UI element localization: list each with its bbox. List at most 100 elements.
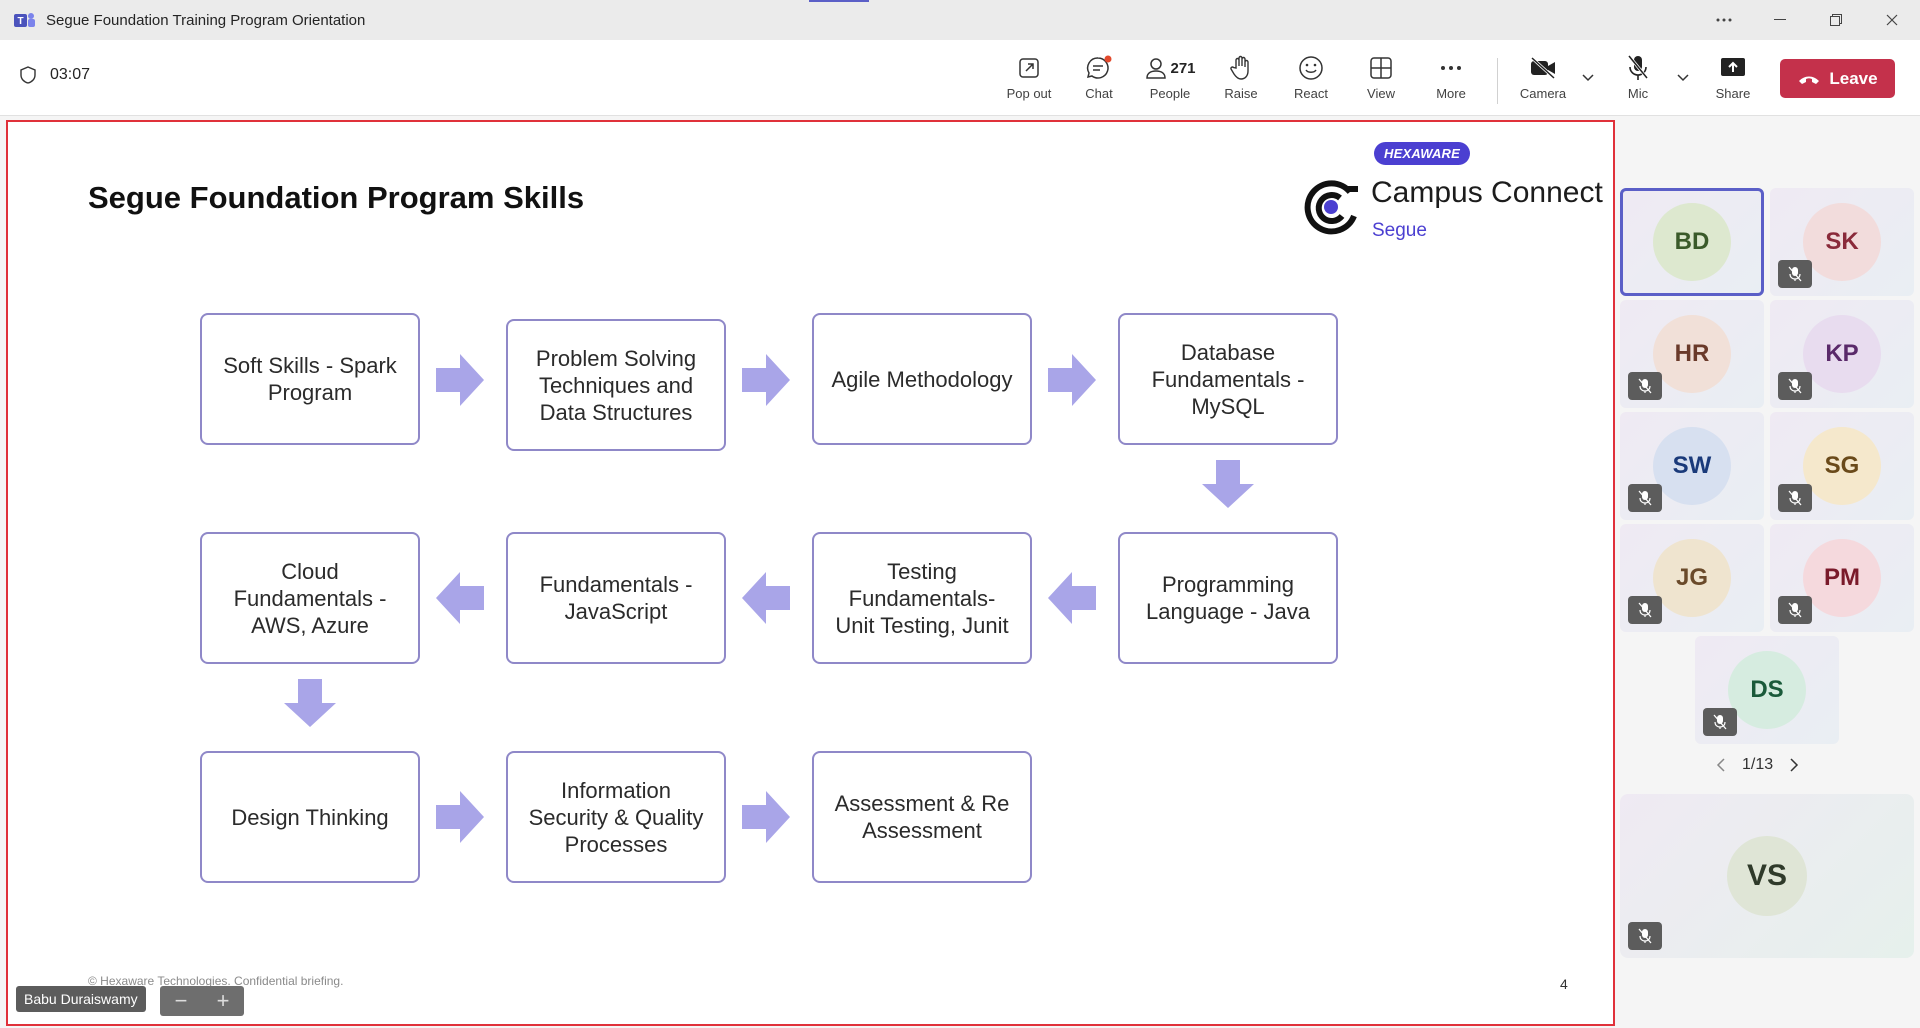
mic-chevron-down-icon[interactable] [1676,70,1690,84]
chat-icon [1086,55,1112,79]
raise-hand-button[interactable]: Raise [1206,52,1276,108]
share-screen-icon [1721,58,1745,76]
step-info-security: Information Security & Quality Processes [506,751,726,883]
participant-tile[interactable]: KP [1770,300,1914,408]
step-agile: Agile Methodology [812,313,1032,445]
step-javascript: Fundamentals - JavaScript [506,532,726,664]
more-label: More [1436,86,1466,101]
campus-connect-logo-icon [1304,180,1358,235]
mic-off-badge [1778,260,1812,288]
mic-off-badge [1628,484,1662,512]
more-button[interactable]: More [1416,52,1486,108]
zoom-in-button[interactable]: + [216,988,230,1013]
chat-button[interactable]: Chat [1064,52,1134,108]
mic-off-icon [1788,266,1802,282]
people-count: 271 [1170,59,1196,77]
restore-icon [1830,14,1842,26]
meeting-timer: 03:07 [20,66,90,84]
step-testing: Testing Fundamentals- Unit Testing, Juni… [812,532,1032,664]
view-button[interactable]: View [1346,52,1416,108]
phone-hangup-icon [1799,76,1820,84]
arrow-right-icon [436,354,484,406]
smiley-icon [1299,56,1323,80]
raise-label: Raise [1224,86,1258,101]
shared-content-stage: Segue Foundation Program Skills HEXAWARE… [6,120,1615,1026]
raise-hand-icon [1230,55,1249,80]
mic-off-icon [1638,602,1652,618]
mic-off-badge [1628,372,1662,400]
step-cloud: Cloud Fundamentals - AWS, Azure [200,532,420,664]
arrow-left-icon [742,572,790,624]
minimize-icon [1774,19,1786,20]
view-label: View [1367,86,1395,101]
mic-off-badge [1628,596,1662,624]
step-assessment: Assessment & Re Assessment [812,751,1032,883]
react-button[interactable]: React [1276,52,1346,108]
arrow-left-icon [1048,572,1096,624]
slide-footer: © Hexaware Technologies. Confidential br… [88,974,344,988]
step-design-thinking: Design Thinking [200,751,420,883]
meeting-toolbar: 03:07 Pop out Chat 271 People Raise Reac… [0,40,1920,116]
mic-off-icon [1788,602,1802,618]
mic-button[interactable]: Mic [1603,52,1673,108]
step-problem-solving: Problem Solving Techniques and Data Stru… [506,319,726,451]
grid-view-icon [1370,57,1392,79]
zoom-control: − + [160,986,244,1016]
avatar: SG [1803,427,1881,505]
participant-tile[interactable]: SK [1770,188,1914,296]
participant-tile[interactable]: SG [1770,412,1914,520]
close-icon [1886,14,1898,26]
share-label: Share [1715,86,1751,101]
camera-chevron-down-icon[interactable] [1581,70,1595,84]
participant-tile[interactable]: JG [1620,524,1764,632]
participant-tile[interactable]: DS [1695,636,1839,744]
presenter-name-tag: Babu Duraiswamy [16,986,146,1012]
window-title: Segue Foundation Training Program Orient… [46,11,366,29]
mic-off-badge [1778,372,1812,400]
slide-title: Segue Foundation Program Skills [88,180,585,215]
mic-off-icon [1713,714,1727,730]
participant-tile[interactable]: SW [1620,412,1764,520]
restore-button[interactable] [1808,0,1864,40]
mic-label: Mic [1627,86,1649,101]
step-java: Programming Language - Java [1118,532,1338,664]
camera-button[interactable]: Camera [1508,52,1578,108]
shield-icon [20,66,36,84]
avatar: PM [1803,539,1881,617]
participant-tile[interactable]: PM [1770,524,1914,632]
chevron-left-icon[interactable] [1716,757,1726,773]
participant-tile[interactable]: BD [1620,188,1764,296]
close-button[interactable] [1864,0,1920,40]
arrow-right-icon [742,791,790,843]
arrow-down-icon [1202,460,1254,508]
share-button[interactable]: Share [1698,52,1768,108]
chevron-right-icon[interactable] [1789,757,1799,773]
avatar: VS [1727,836,1807,916]
leave-button[interactable]: Leave [1780,59,1895,98]
pop-out-icon [1019,58,1039,78]
segue-text: Segue [1372,220,1427,241]
react-label: React [1294,86,1328,101]
mic-off-badge [1778,596,1812,624]
spotlight-participant-tile[interactable]: VS [1620,794,1914,958]
svg-text:T: T [17,16,23,27]
more-horizontal-icon [1716,18,1732,22]
mic-off-icon [1638,490,1652,506]
camera-label: Camera [1519,86,1567,101]
mic-off-icon [1788,490,1802,506]
arrow-left-icon [436,572,484,624]
more-options-button[interactable] [1696,0,1752,40]
title-bar: T Segue Foundation Training Program Orie… [0,0,1920,40]
campus-connect-text: Campus Connect [1371,176,1603,209]
participant-tile[interactable]: HR [1620,300,1764,408]
pop-out-button[interactable]: Pop out [994,52,1064,108]
minimize-button[interactable] [1752,0,1808,40]
avatar: BD [1653,203,1731,281]
arrow-right-icon [742,354,790,406]
zoom-out-button[interactable]: − [174,988,188,1013]
pop-out-label: Pop out [1006,86,1052,101]
avatar: HR [1653,315,1731,393]
leave-label: Leave [1829,68,1878,88]
people-button[interactable]: 271 People [1135,52,1205,108]
step-database: Database Fundamentals - MySQL [1118,313,1338,445]
